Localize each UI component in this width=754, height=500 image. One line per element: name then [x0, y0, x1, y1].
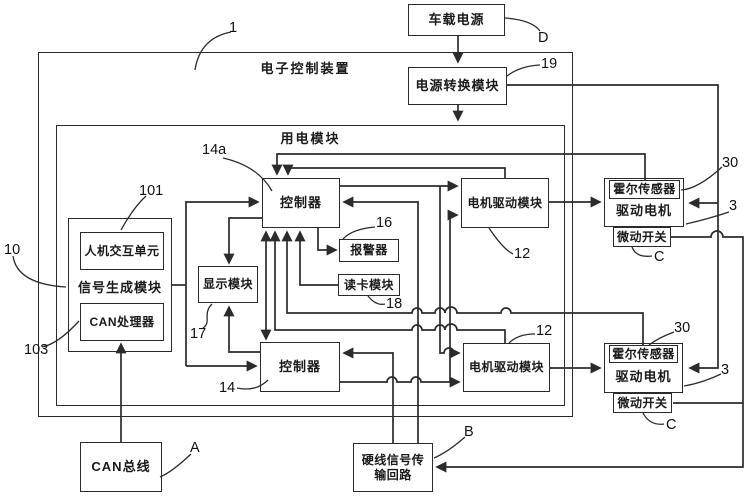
- box-can-bus: CAN总线: [80, 442, 162, 492]
- ref-D: D: [538, 30, 549, 46]
- hardwire-label-line2: 输回路: [374, 467, 412, 482]
- box-display-module: 显示模块: [198, 266, 258, 303]
- signal-generation-label: 信号生成模块: [77, 280, 162, 295]
- ref-101: 101: [139, 183, 164, 199]
- box-controller-lower: 控制器: [260, 342, 340, 392]
- outer-box-electronic-control-device: [38, 52, 573, 417]
- ref-17: 17: [190, 326, 207, 342]
- drive-motor-lower-label: 驱动电机: [615, 369, 672, 384]
- inner-box-title: 用电模块: [280, 131, 341, 146]
- box-alarm: 报警器: [339, 239, 399, 262]
- box-hardwire-signal-circuit: 硬线信号传 输回路: [353, 443, 433, 492]
- wire-ctrl-lower-to-mdm-lower: [340, 376, 461, 388]
- ref-A: A: [190, 440, 200, 456]
- wire-mdm-lower-feedback: [269, 230, 506, 343]
- ref-3-lower: 3: [721, 362, 730, 378]
- ref-C-lower: C: [666, 417, 677, 433]
- box-hall-sensor-lower: 霍尔传感器: [609, 345, 678, 363]
- box-micro-switch-lower: 微动开关: [613, 393, 672, 413]
- drive-motor-upper-label: 驱动电机: [615, 203, 672, 218]
- ref-14: 14: [219, 380, 236, 396]
- wire-siggen-to-ctrl-upper: [185, 196, 260, 366]
- ref-19: 19: [541, 56, 558, 72]
- box-drive-motor-lower: 驱动电机: [604, 343, 683, 393]
- wire-hardwire-to-ctrl-lower: [342, 347, 394, 443]
- ref-C-upper: C: [654, 249, 665, 265]
- box-hall-sensor-upper: 霍尔传感器: [609, 180, 680, 199]
- ref-18: 18: [386, 296, 403, 312]
- box-hmi-unit: 人机交互单元: [80, 232, 164, 270]
- box-card-reader: 读卡模块: [338, 274, 400, 296]
- wire-card-reader-to-ctrl: [294, 230, 338, 286]
- box-can-processor: CAN处理器: [80, 303, 164, 341]
- ref-12-lower: 12: [536, 323, 553, 339]
- ref-103: 103: [24, 342, 49, 358]
- box-micro-switch-upper: 微动开关: [613, 227, 671, 247]
- ref-1: 1: [229, 20, 238, 36]
- wire-ctrl-to-alarm: [317, 228, 338, 256]
- ref-3-upper: 3: [729, 198, 738, 214]
- wire-hardwire-to-ctrl-upper: [342, 196, 419, 443]
- ref-16: 16: [376, 215, 393, 231]
- box-vehicle-power: 车载电源: [408, 4, 505, 36]
- wire-mdm-upper-feedback: [282, 164, 506, 178]
- ref-B: B: [464, 424, 474, 440]
- box-power-conversion-module: 电源转换模块: [408, 67, 507, 105]
- box-drive-motor-upper: 驱动电机: [604, 178, 684, 227]
- wire-ctrl-lower-cross-to-mdm-upper: [447, 209, 459, 382]
- box-motor-drive-module-upper: 电机驱动模块: [461, 178, 549, 228]
- ref-30-lower: 30: [674, 320, 691, 336]
- wire-ctrl-upper-cross-to-mdm-lower: [439, 186, 461, 359]
- wire-ctrl-upper-to-display: [223, 217, 262, 265]
- wire-micro-upper-collector: [435, 230, 744, 473]
- box-controller-upper: 控制器: [262, 178, 340, 228]
- wire-power-feed-right: [507, 84, 719, 374]
- ref-30-upper: 30: [722, 155, 739, 171]
- outer-box-title: 电子控制装置: [260, 61, 351, 76]
- wire-ctrl-lower-to-display: [223, 305, 260, 353]
- ref-12-upper: 12: [514, 246, 531, 262]
- ref-14a: 14a: [202, 142, 227, 158]
- hardwire-label-line1: 硬线信号传: [361, 452, 425, 467]
- ref-10: 10: [4, 242, 21, 258]
- inner-box-power-using-module: [56, 125, 565, 406]
- box-motor-drive-module-lower: 电机驱动模块: [463, 343, 550, 392]
- wire-hall-upper-feedback: [271, 153, 646, 180]
